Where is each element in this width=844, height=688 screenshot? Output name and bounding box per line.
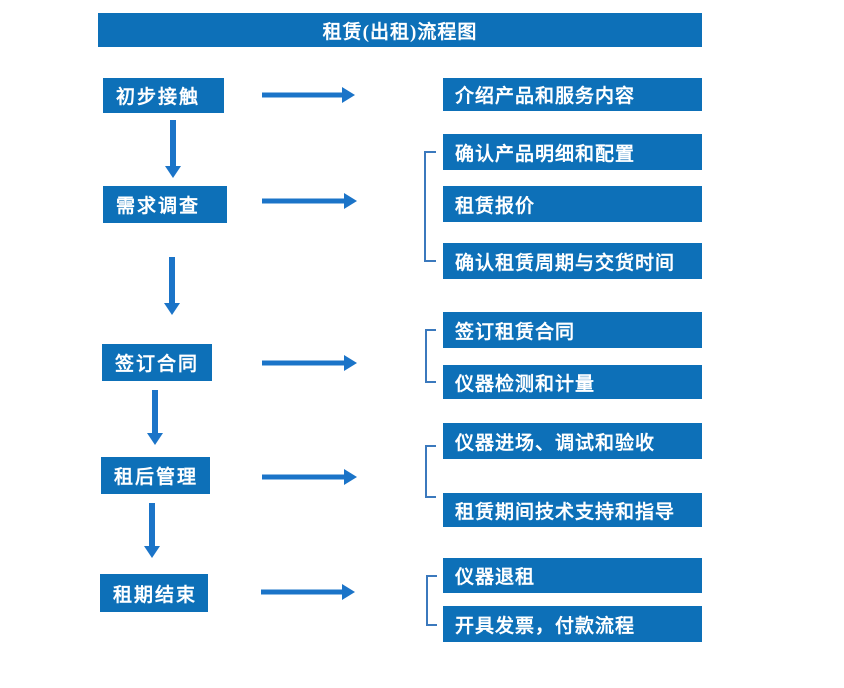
right-arrow-shaft bbox=[262, 92, 344, 98]
flowchart-title: 租赁(出租)流程图 bbox=[98, 13, 702, 47]
detail-box-instrument-return: 仪器退租 bbox=[443, 558, 702, 593]
right-arrow-shaft bbox=[262, 474, 346, 480]
right-arrowhead-icon bbox=[344, 355, 357, 371]
right-arrow-shaft bbox=[262, 198, 346, 204]
group-bracket-sign-contract bbox=[425, 329, 436, 383]
detail-box-confirm-period-delivery: 确认租赁周期与交货时间 bbox=[443, 243, 702, 279]
detail-box-invoice-payment: 开具发票，付款流程 bbox=[443, 606, 702, 642]
down-arrow-shaft bbox=[170, 120, 176, 168]
down-arrow-1 bbox=[165, 120, 181, 178]
right-arrow-2 bbox=[262, 193, 357, 209]
detail-box-instrument-testing: 仪器检测和计量 bbox=[443, 365, 702, 399]
down-arrow-4 bbox=[144, 503, 160, 558]
right-arrow-4 bbox=[262, 469, 357, 485]
down-arrow-2 bbox=[164, 257, 180, 315]
step-box-post-rental-management: 租后管理 bbox=[101, 457, 210, 494]
group-bracket-post-rental bbox=[425, 445, 436, 498]
detail-box-instrument-setup: 仪器进场、调试和验收 bbox=[443, 423, 702, 459]
right-arrow-5 bbox=[261, 584, 355, 600]
right-arrow-shaft bbox=[261, 589, 344, 595]
right-arrowhead-icon bbox=[344, 193, 357, 209]
right-arrowhead-icon bbox=[344, 469, 357, 485]
down-arrowhead-icon bbox=[144, 546, 160, 558]
right-arrow-shaft bbox=[262, 360, 346, 366]
right-arrow-3 bbox=[262, 355, 357, 371]
down-arrowhead-icon bbox=[164, 303, 180, 315]
detail-box-confirm-product-config: 确认产品明细和配置 bbox=[443, 134, 702, 170]
detail-box-sign-rental-contract: 签订租赁合同 bbox=[443, 312, 702, 348]
down-arrow-shaft bbox=[149, 503, 155, 548]
down-arrow-shaft bbox=[169, 257, 175, 305]
down-arrowhead-icon bbox=[165, 166, 181, 178]
detail-box-introduce-products: 介绍产品和服务内容 bbox=[443, 78, 702, 111]
step-box-demand-survey: 需求调查 bbox=[103, 186, 227, 223]
down-arrow-3 bbox=[147, 390, 163, 445]
detail-box-rental-quote: 租赁报价 bbox=[443, 186, 702, 222]
right-arrowhead-icon bbox=[342, 87, 355, 103]
detail-box-technical-support: 租赁期间技术支持和指导 bbox=[443, 493, 702, 527]
right-arrowhead-icon bbox=[342, 584, 355, 600]
step-box-sign-contract: 签订合同 bbox=[102, 344, 212, 381]
down-arrowhead-icon bbox=[147, 433, 163, 445]
right-arrow-1 bbox=[262, 87, 355, 103]
group-bracket-rental-end bbox=[426, 575, 437, 626]
group-bracket-demand-survey bbox=[424, 151, 436, 262]
step-box-rental-end: 租期结束 bbox=[100, 574, 208, 612]
step-box-initial-contact: 初步接触 bbox=[103, 78, 224, 113]
down-arrow-shaft bbox=[152, 390, 158, 435]
